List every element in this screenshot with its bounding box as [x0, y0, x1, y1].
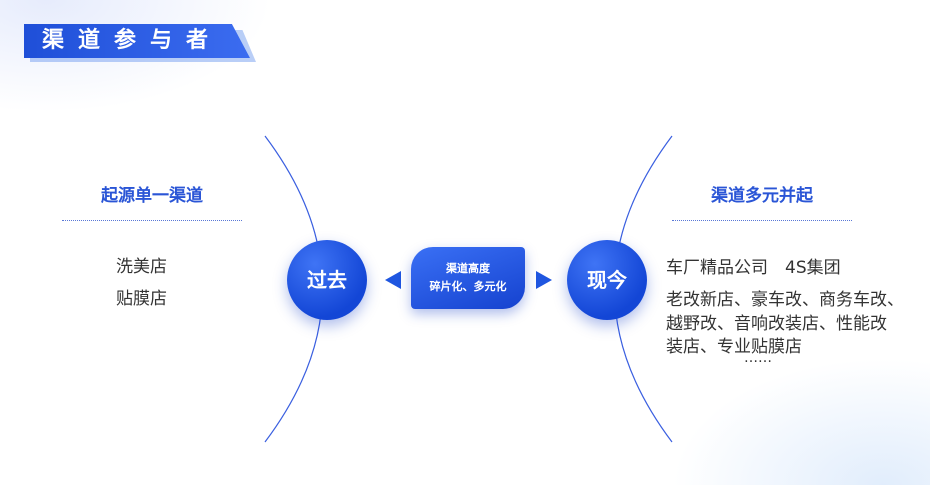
right-line-1: 车厂精品公司 4S集团 — [666, 258, 841, 278]
right-line-2: 老改新店、豪车改、商务车改、 — [666, 290, 904, 310]
list-item: 洗美店 — [116, 257, 167, 277]
center-line-1: 渠道高度 — [446, 262, 490, 275]
past-circle: 过去 — [287, 240, 367, 320]
list-item: 贴膜店 — [116, 289, 167, 309]
left-heading: 起源单一渠道 — [101, 186, 203, 206]
right-line-3: 越野改、音响改装店、性能改 — [666, 314, 887, 334]
left-arrow-icon — [385, 271, 401, 289]
center-line-2: 碎片化、多元化 — [429, 280, 507, 293]
right-heading: 渠道多元并起 — [711, 186, 813, 206]
title-bar: 渠道参与者 — [24, 24, 256, 62]
center-box: 渠道高度 碎片化、多元化 — [411, 247, 525, 309]
right-divider — [672, 220, 852, 221]
right-arrow-icon — [536, 271, 552, 289]
left-list: 洗美店 贴膜店 — [116, 251, 167, 315]
right-ellipsis: …… — [744, 350, 772, 366]
right-line-4: 装店、专业贴膜店 — [666, 337, 802, 357]
page-title: 渠道参与者 — [24, 24, 250, 58]
left-divider — [62, 220, 242, 221]
now-circle: 现今 — [567, 240, 647, 320]
